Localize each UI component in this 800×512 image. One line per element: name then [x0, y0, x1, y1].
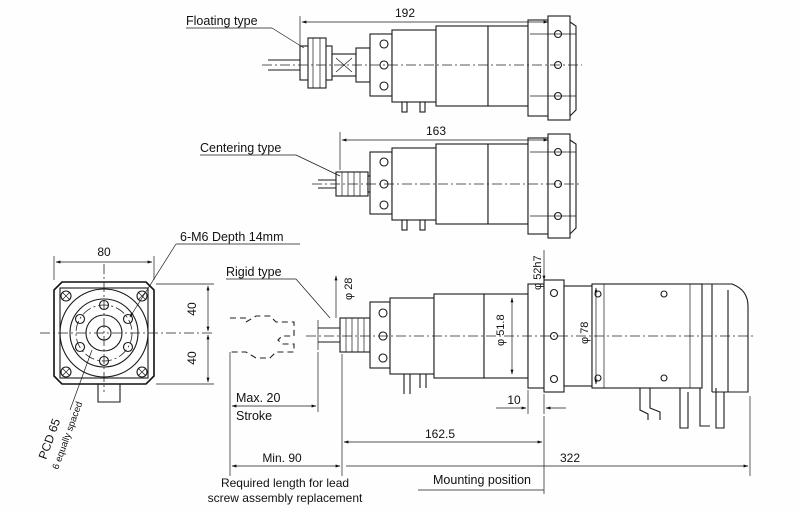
flange-half-top-dim: 40 [185, 302, 199, 316]
flange-front-view [40, 243, 300, 411]
floating-type-view [262, 15, 582, 121]
pilot-length-dim: 10 [507, 393, 521, 407]
body-dia-dim: φ 51.8 [495, 314, 507, 346]
motor-dia-dim: φ 78 [579, 322, 591, 344]
max-stroke-dim: Max. 20 [236, 391, 281, 405]
rod-dia-dim: φ 28 [343, 278, 355, 300]
rigid-type-label: Rigid type [226, 265, 282, 279]
replacement-note-line2: screw assembly replacement [208, 491, 363, 505]
overall-length-dim: 322 [560, 451, 580, 465]
pilot-dia-dim: φ 52h7 [532, 255, 544, 290]
rigid-type-view [229, 250, 756, 494]
tap-note: 6-M6 Depth 14mm [180, 230, 284, 244]
stroke-label: Stroke [236, 409, 272, 423]
min-length-dim: Min. 90 [262, 451, 302, 465]
centering-length-dim: 163 [426, 124, 446, 138]
centering-type-view [312, 132, 582, 239]
replacement-note-line1: Required length for lead [221, 476, 349, 490]
flange-width-dim: 80 [97, 245, 111, 259]
centering-type-label: Centering type [200, 141, 281, 155]
floating-type-label: Floating type [186, 14, 258, 28]
floating-length-dim: 192 [395, 6, 415, 20]
mounting-position-label: Mounting position [433, 473, 531, 487]
mount-distance-dim: 162.5 [425, 427, 455, 441]
flange-half-bottom-dim: 40 [185, 351, 199, 365]
